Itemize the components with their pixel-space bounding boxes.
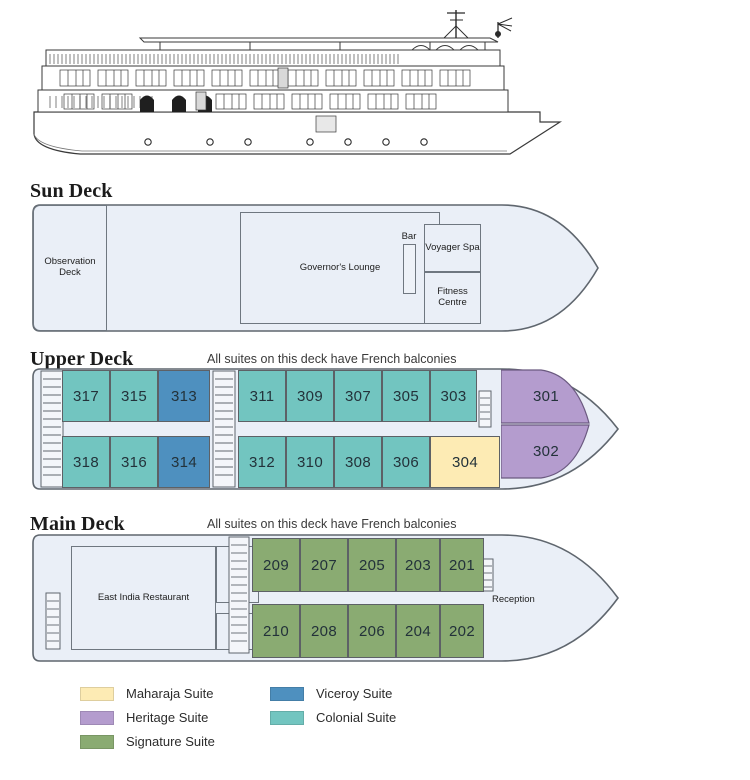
legend-item-colonial-suite: Colonial Suite: [270, 710, 460, 725]
cabin-208[interactable]: 208: [300, 604, 348, 658]
legend-item-heritage-suite: Heritage Suite: [80, 710, 270, 725]
cabin-206[interactable]: 206: [348, 604, 396, 658]
cabin-301-label: 301: [533, 388, 559, 405]
main-deck-stairs-aft[interactable]: [45, 592, 61, 650]
viceroy-suite-swatch: [270, 686, 304, 701]
cabin-210[interactable]: 210: [252, 604, 300, 658]
cabin-318[interactable]: 318: [62, 436, 110, 488]
voyager-spa-label: Voyager Spa: [425, 241, 480, 253]
cabin-202[interactable]: 202: [440, 604, 484, 658]
upper-deck-stairs-aft[interactable]: [40, 370, 64, 488]
legend-item-viceroy-suite: Viceroy Suite: [270, 686, 460, 701]
legend: Maharaja Suite Viceroy Suite Heritage Su…: [80, 686, 500, 758]
cabin-205[interactable]: 205: [348, 538, 396, 592]
cabin-308[interactable]: 308: [334, 436, 382, 488]
legend-item-signature-suite: Signature Suite: [80, 734, 270, 749]
east-india-restaurant-room[interactable]: East India Restaurant: [71, 546, 216, 650]
cabin-316[interactable]: 316: [110, 436, 158, 488]
cabin-204[interactable]: 204: [396, 604, 440, 658]
main-deck-note: All suites on this deck have French balc…: [207, 517, 457, 531]
legend-item-maharaja-suite: Maharaja Suite: [80, 686, 270, 701]
cabin-315[interactable]: 315: [110, 370, 158, 422]
cabin-203[interactable]: 203: [396, 538, 440, 592]
cabin-301[interactable]: 301: [501, 369, 591, 424]
sun-deck-title: Sun Deck: [30, 180, 113, 202]
cabin-207[interactable]: 207: [300, 538, 348, 592]
colonial-suite-label: Colonial Suite: [316, 710, 397, 725]
ship-profile-illustration: [20, 4, 580, 169]
upper-deck-stairs-mid[interactable]: [212, 370, 236, 488]
cabin-314[interactable]: 314: [158, 436, 210, 488]
heritage-suite-label: Heritage Suite: [126, 710, 209, 725]
cabin-317[interactable]: 317: [62, 370, 110, 422]
reception-label: Reception: [492, 594, 535, 605]
cabin-312[interactable]: 312: [238, 436, 286, 488]
east-india-restaurant-label: East India Restaurant: [97, 591, 190, 603]
cabin-311[interactable]: 311: [238, 370, 286, 422]
signature-suite-swatch: [80, 734, 114, 749]
bar-counter[interactable]: [403, 244, 416, 294]
voyager-spa-room[interactable]: Voyager Spa: [424, 224, 481, 272]
upper-deck-title: Upper Deck: [30, 348, 134, 370]
cabin-305[interactable]: 305: [382, 370, 430, 422]
governors-lounge-label: Governor's Lounge: [299, 261, 381, 273]
cabin-303[interactable]: 303: [430, 370, 477, 422]
cabin-313[interactable]: 313: [158, 370, 210, 422]
bar-label: Bar: [401, 231, 417, 242]
colonial-suite-swatch: [270, 710, 304, 725]
cabin-306[interactable]: 306: [382, 436, 430, 488]
cabin-302-label: 302: [533, 443, 559, 460]
legend-row: Maharaja Suite Viceroy Suite: [80, 686, 500, 701]
upper-deck-note: All suites on this deck have French balc…: [207, 352, 457, 366]
heritage-suite-swatch: [80, 710, 114, 725]
cabin-310[interactable]: 310: [286, 436, 334, 488]
cabin-307[interactable]: 307: [334, 370, 382, 422]
viceroy-suite-label: Viceroy Suite: [316, 686, 393, 701]
main-deck-title: Main Deck: [30, 513, 125, 535]
main-deck-stairs-mid[interactable]: [228, 536, 250, 654]
upper-deck-stairs-fwd[interactable]: [478, 390, 492, 428]
cabin-304[interactable]: 304: [430, 436, 500, 488]
legend-row: Heritage Suite Colonial Suite: [80, 710, 500, 725]
cabin-209[interactable]: 209: [252, 538, 300, 592]
maharaja-suite-swatch: [80, 686, 114, 701]
legend-row: Signature Suite: [80, 734, 500, 749]
cabin-309[interactable]: 309: [286, 370, 334, 422]
cabin-302[interactable]: 302: [501, 424, 591, 479]
cabin-201[interactable]: 201: [440, 538, 484, 592]
maharaja-suite-label: Maharaja Suite: [126, 686, 214, 701]
signature-suite-label: Signature Suite: [126, 734, 215, 749]
